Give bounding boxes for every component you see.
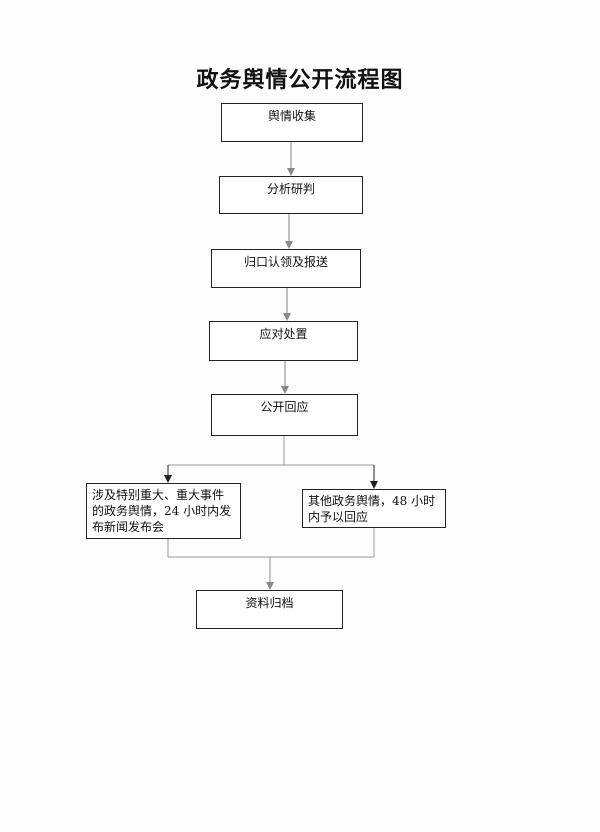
step-respond-label: 公开回应 <box>260 400 309 414</box>
step-other-box: 其他政务舆情，48 小时内予以回应 <box>302 489 446 528</box>
step-handle-label: 应对处置 <box>259 327 308 341</box>
step-other-label: 其他政务舆情，48 小时内予以回应 <box>308 494 436 524</box>
step-collect-box: 舆情收集 <box>221 103 363 142</box>
step-collect-label: 舆情收集 <box>267 109 316 123</box>
step-major-event-label: 涉及特别重大、重大事件的政务舆情，24 小时内发布新闻发布会 <box>92 488 232 534</box>
step-analyze-box: 分析研判 <box>219 176 363 214</box>
step-archive-label: 资料归档 <box>245 596 294 610</box>
step-major-event-box: 涉及特别重大、重大事件的政务舆情，24 小时内发布新闻发布会 <box>86 483 241 539</box>
step-handle-box: 应对处置 <box>209 321 358 361</box>
step-assign-label: 归口认领及报送 <box>243 255 328 269</box>
step-assign-box: 归口认领及报送 <box>211 249 361 288</box>
step-respond-box: 公开回应 <box>211 394 358 436</box>
page-title: 政务舆情公开流程图 <box>196 68 404 93</box>
step-archive-box: 资料归档 <box>196 590 343 629</box>
step-analyze-label: 分析研判 <box>266 182 315 196</box>
